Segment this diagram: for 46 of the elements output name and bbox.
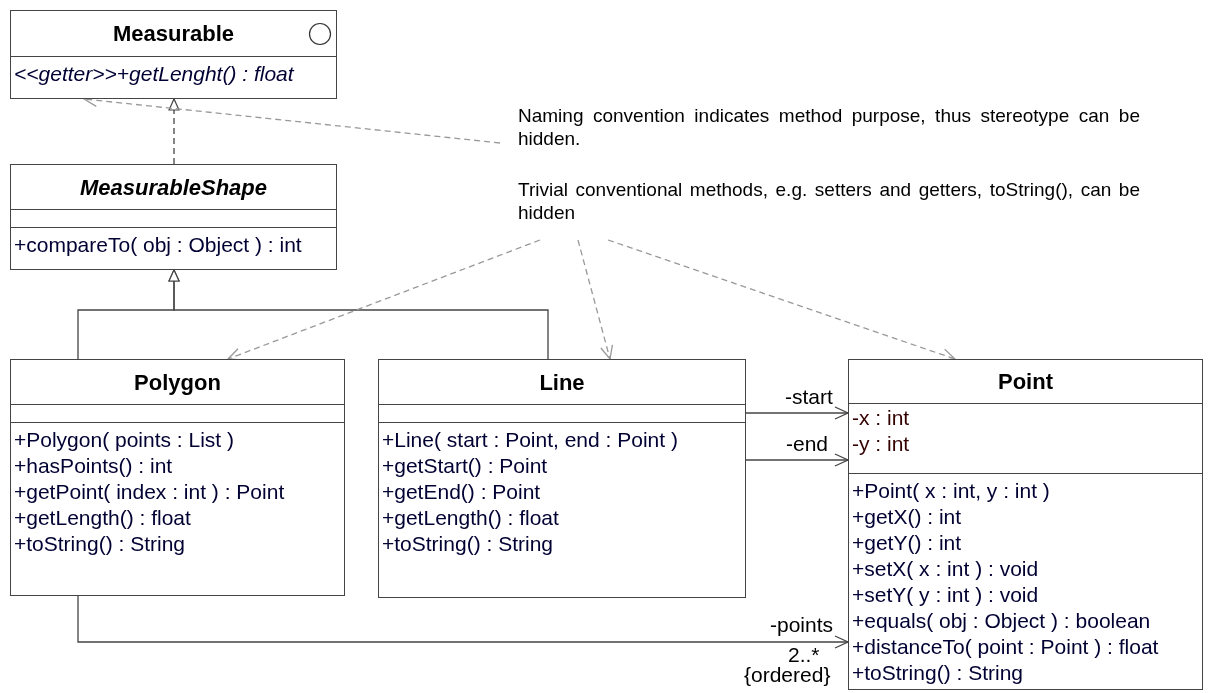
class-box — [10, 10, 337, 99]
method-text: +Polygon( points : List ) — [14, 427, 235, 453]
edge-label: -end — [786, 433, 829, 455]
method-text: +toString() : String — [382, 531, 553, 557]
method-text: +getEnd() : Point — [382, 479, 541, 505]
class-name: Measurable — [112, 20, 235, 48]
method-text: +setY( y : int ) : void — [852, 582, 1039, 608]
dashed-arrow — [577, 239, 614, 360]
class-box — [378, 359, 746, 598]
class-box — [848, 359, 1203, 690]
method-text: +getPoint( index : int ) : Point — [14, 479, 285, 505]
method-text: +getLength() : float — [14, 505, 191, 531]
edge-label: -points — [770, 614, 834, 636]
method-text: +toString() : String — [852, 660, 1023, 686]
method-text: +compareTo( obj : Object ) : int — [14, 232, 302, 258]
method-text: +getX() : int — [852, 504, 962, 530]
edge-label: -start — [785, 386, 833, 408]
method-text: +distanceTo( point : Point ) : float — [852, 634, 1159, 660]
note-text: Naming convention indicates method purpose, thus stereotype can be hidden. — [500, 104, 1140, 154]
dashed-arrow — [168, 98, 180, 165]
multiplicity-label: 2..* — [788, 644, 820, 666]
multiplicity-label: {ordered} — [744, 664, 831, 686]
method-text: +getLength() : float — [382, 505, 559, 531]
method-text: <<getter>>+getLenght() : float — [14, 61, 294, 87]
arrow — [745, 453, 849, 467]
method-text: +toString() : String — [14, 531, 185, 557]
class-name: Point — [998, 368, 1053, 396]
method-text: +equals( obj : Object ) : boolean — [852, 608, 1151, 634]
note-text: Trivial conventional methods, e.g. setters and getters, toString(), can be hidden — [500, 178, 1140, 240]
arrow — [745, 406, 849, 420]
attribute-text: -x : int — [852, 405, 910, 431]
method-text: +setX( x : int ) : void — [852, 556, 1039, 582]
dashed-arrow — [227, 239, 541, 361]
class-box — [10, 164, 337, 270]
method-text: +Point( x : int, y : int ) — [852, 478, 1050, 504]
method-text: +hasPoints() : int — [14, 453, 173, 479]
class-name: Line — [539, 368, 585, 397]
class-name: Polygon — [134, 368, 221, 397]
class-name: MeasurableShape — [79, 173, 268, 202]
method-text: +getY() : int — [852, 530, 962, 556]
arrow — [77, 595, 849, 649]
class-box — [10, 359, 345, 596]
method-text: +getStart() : Point — [382, 453, 548, 479]
attribute-text: -y : int — [852, 431, 910, 457]
arrow — [168, 269, 549, 360]
method-text: +Line( start : Point, end : Point ) — [382, 427, 678, 453]
